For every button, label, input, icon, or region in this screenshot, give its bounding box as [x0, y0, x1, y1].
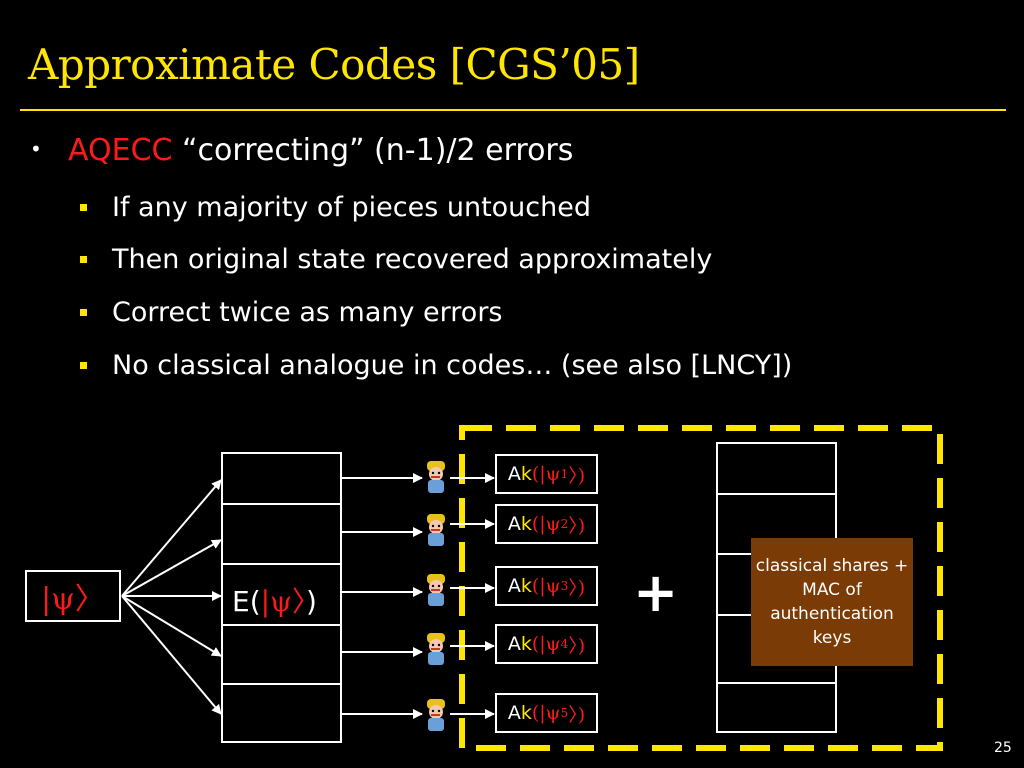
sub-bullet-text: Then original state recovered approximat…	[112, 244, 713, 275]
sub-bullet-text: If any majority of pieces untouched	[112, 192, 591, 223]
sub-bullet-text: No classical analogue in codes… (see als…	[112, 350, 793, 381]
plus-sign: +	[633, 561, 679, 624]
fanout-arrow	[121, 595, 222, 715]
bullet-dot-icon: •	[30, 137, 42, 161]
encoded-share-cell	[221, 624, 342, 685]
square-bullet-icon	[80, 362, 87, 369]
page-number: 25	[994, 740, 1012, 756]
sub-bullet-text: Correct twice as many errors	[112, 297, 503, 328]
input-state-label: |ψ〉	[41, 582, 105, 617]
adversary-icon	[427, 633, 445, 665]
aqecc-term: AQECC	[68, 133, 173, 168]
adversary-icon	[427, 514, 445, 546]
input-state-box: |ψ〉	[25, 570, 121, 622]
adversary-icon	[427, 574, 445, 606]
square-bullet-icon	[80, 256, 87, 263]
classical-share-cell	[716, 442, 837, 495]
adversary-icon	[427, 461, 445, 493]
encoded-share-cell	[221, 452, 342, 505]
title-underline	[20, 109, 1006, 111]
encoded-share-cell	[221, 503, 342, 565]
classical-share-cell	[716, 682, 837, 733]
adversary-icon	[427, 699, 445, 731]
fanout-arrow	[121, 539, 222, 597]
classical-note-text: classical shares + MAC of authentication…	[755, 556, 909, 648]
fanout-arrow	[121, 595, 222, 657]
square-bullet-icon	[80, 204, 87, 211]
encoded-share-cell	[221, 683, 342, 743]
main-bullet-text: “correcting” (n-1)/2 errors	[172, 133, 574, 168]
fanout-arrow	[121, 479, 222, 597]
encoded-state-label: E(|ψ〉)	[232, 585, 317, 618]
classical-note-box: classical shares + MAC of authentication…	[751, 538, 913, 666]
slide-title: Approximate Codes [CGS’05]	[28, 40, 640, 89]
square-bullet-icon	[80, 309, 87, 316]
